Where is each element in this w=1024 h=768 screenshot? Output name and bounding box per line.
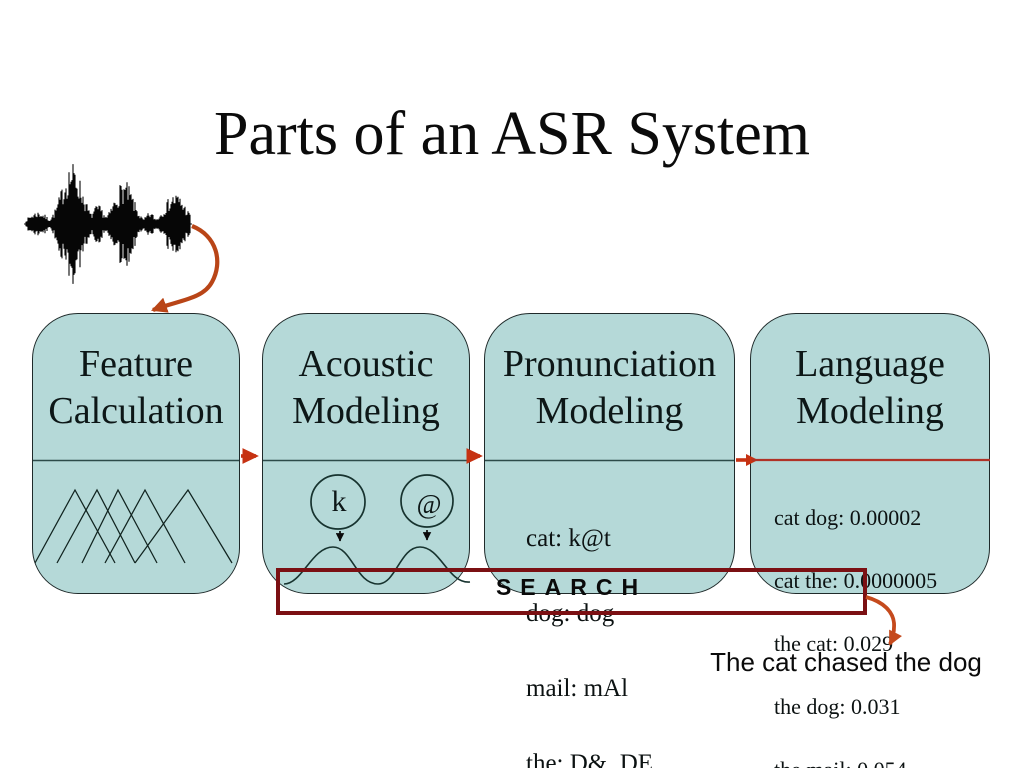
decoded-sentence: The cat chased the dog — [710, 647, 982, 677]
stage-title: Acoustic Modeling — [263, 341, 469, 435]
stage-title-line: Language — [795, 343, 945, 385]
stage-title: Language Modeling — [751, 341, 989, 435]
stage-title-line: Modeling — [796, 390, 944, 432]
stage-title-line: Pronunciation — [502, 343, 717, 385]
ngram-entry: cat the: 0.0000005 — [774, 568, 938, 593]
phoneme-label-k: k — [331, 485, 347, 518]
stage-title-line: Feature — [79, 343, 193, 385]
ngram-entry: the mail: 0.054 — [774, 759, 937, 768]
input-curved-arrow-icon — [151, 224, 220, 313]
ngram-entry: the dog: 0.031 — [774, 694, 901, 719]
stage-box-pronunciation-modeling: Pronunciation Modeling cat: k@t dog: dog… — [484, 313, 735, 768]
stage-title-line: Calculation — [48, 390, 224, 432]
search-label: SEARCH — [495, 574, 648, 600]
pronunciation-entries: cat: k@t dog: dog mail: mAl the: D&, DE — [526, 476, 653, 768]
stage-title: Pronunciation Modeling — [485, 341, 734, 435]
stage-title-line: Acoustic — [298, 343, 434, 385]
speech-waveform-icon — [24, 164, 192, 284]
ngram-entry: cat dog: 0.00002 — [774, 505, 922, 530]
phoneme-label-at: @ — [416, 489, 442, 519]
stage-title: Feature Calculation — [33, 341, 239, 435]
pronunciation-entry: mail: mAl — [526, 675, 629, 702]
stage-title-line: Modeling — [535, 390, 684, 432]
pronunciation-entry: cat: k@t — [526, 525, 611, 552]
stage-title-line: Modeling — [292, 390, 440, 432]
stage-box-language-modeling: Language Modeling cat dog: 0.00002 cat t… — [750, 313, 990, 768]
pronunciation-entry: the: D&, DE — [526, 750, 654, 768]
stage-box-acoustic-modeling: Acoustic Modeling k @ — [262, 313, 470, 594]
search-box — [276, 568, 867, 615]
language-model-entries: cat dog: 0.00002 cat the: 0.0000005 the … — [774, 465, 937, 768]
stage-box-feature-calculation: Feature Calculation — [32, 313, 240, 594]
slide-title: Parts of an ASR System — [214, 100, 810, 168]
